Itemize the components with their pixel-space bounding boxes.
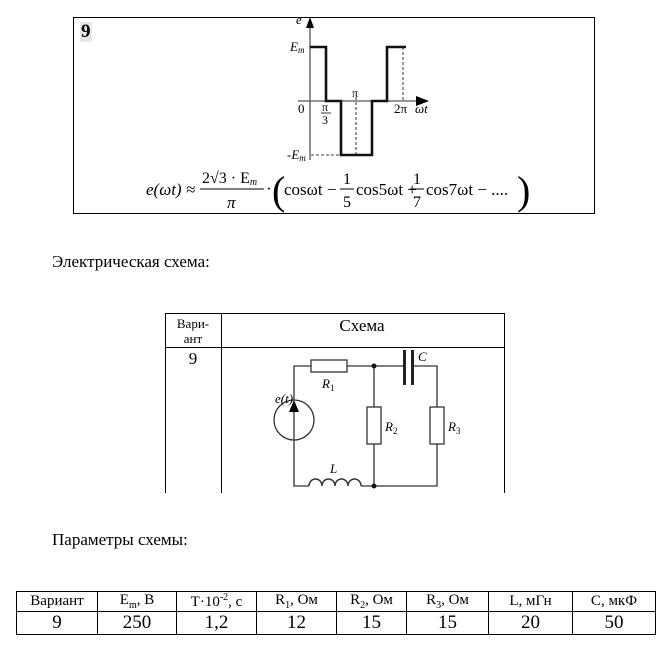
header-unit: , Ом — [365, 592, 393, 608]
label-source: e(t) — [275, 391, 293, 406]
params-value-cell: 9 — [16, 611, 98, 635]
em-label: Em — [289, 39, 305, 55]
capacitor-plate-right — [411, 350, 414, 385]
capacitor-plate-left — [403, 350, 406, 385]
header-unit: , Ом — [441, 592, 469, 608]
circuit-heading: Электрическая схема: — [52, 252, 210, 271]
formula-frac2-num: 1 — [413, 171, 421, 188]
pi3-numerator: π — [322, 100, 328, 114]
params-value-cell: 20 — [488, 611, 573, 635]
label-c: C — [418, 349, 427, 364]
header-unit: , В — [136, 592, 155, 608]
header-sub: 1 — [285, 600, 291, 611]
formula-frac1-num: 1 — [343, 171, 351, 188]
header-sub: m — [128, 600, 137, 611]
col-variant-header-line2: ант — [184, 331, 203, 346]
node-bottom — [371, 483, 377, 489]
params-value-cell: 15 — [336, 611, 407, 635]
params-value-cell: 15 — [406, 611, 489, 635]
circuit-table: Вари- ант Схема 9 R1 e(t) R2 R3 L C — [165, 313, 505, 493]
resistor-r2 — [366, 406, 382, 445]
y-axis-label: e — [296, 12, 302, 27]
two-pi-label: 2π — [394, 101, 408, 116]
params-header-cell: Em, В — [97, 591, 177, 612]
y-axis-arrow-icon — [306, 17, 314, 28]
header-unit: , с — [228, 594, 243, 610]
params-header-cell: R1, Ом — [256, 591, 337, 612]
waveform-graph: e Em -Em 0 π π 3 2π ωt e(ωt) ≈ 2√3 · Em … — [146, 12, 530, 213]
source-arrow-head-icon — [289, 400, 299, 412]
header-unit: , мГн — [518, 593, 552, 609]
col-scheme-header: Схема — [339, 316, 385, 335]
wire-r3-bottom — [361, 444, 438, 487]
formula-coef-denominator: π — [227, 193, 236, 212]
params-header-cell: R2, Ом — [336, 591, 407, 612]
header-main: Вариант — [30, 593, 84, 609]
header-main: R — [350, 592, 361, 608]
formula-close-paren: ) — [517, 168, 530, 213]
header-main: R — [426, 592, 437, 608]
wire-left-top — [293, 365, 311, 400]
fourier-formula: e(ωt) ≈ 2√3 · Em π · ( cosωt − 1 5 cos5ω… — [146, 168, 530, 213]
header-sub: 2 — [360, 600, 366, 611]
header-unit: , Ом — [290, 592, 318, 608]
formula-open-paren: ( — [272, 168, 285, 213]
params-header-cell: T·10-2, с — [176, 591, 257, 612]
origin-label: 0 — [298, 101, 305, 116]
resistor-r1 — [310, 359, 348, 373]
col-variant-header-line1: Вари- — [177, 316, 209, 331]
formula-lhs: e(ωt) ≈ — [146, 180, 195, 199]
params-header-cell: R3, Ом — [406, 591, 489, 612]
formula-frac2-den: 7 — [413, 194, 421, 211]
header-unit: , мкФ — [600, 593, 638, 609]
wire-c-right — [413, 365, 438, 407]
label-r2: R2 — [384, 419, 397, 436]
params-header-cell: C, мкФ — [572, 591, 656, 612]
label-l: L — [329, 461, 337, 476]
formula-term3: cos7ωt − .... — [426, 180, 508, 199]
header-sub: 3 — [436, 600, 442, 611]
header-main: T·10 — [190, 594, 220, 610]
inductor-icon — [308, 478, 362, 487]
node-top — [371, 363, 377, 369]
pi-label: π — [352, 86, 358, 100]
waveform-line — [310, 45, 406, 157]
params-heading: Параметры схемы: — [52, 530, 188, 549]
params-value-cell: 250 — [97, 611, 177, 635]
params-header-cell: Вариант — [16, 591, 98, 612]
params-header-cell: L, мГн — [488, 591, 573, 612]
header-main: L — [509, 593, 519, 609]
header-main: C — [590, 593, 601, 609]
circuit-diagram — [293, 365, 438, 487]
formula-coef-numerator: 2√3 · Em — [202, 170, 257, 188]
formula-dot: · — [266, 179, 272, 198]
params-value-cell: 50 — [572, 611, 656, 635]
header-main: R — [275, 592, 286, 608]
params-value-cell: 1,2 — [176, 611, 257, 635]
label-r3: R3 — [447, 419, 461, 436]
variant-badge: 9 — [80, 21, 92, 42]
pi3-denominator: 3 — [322, 113, 328, 127]
wire-left-bottom — [293, 440, 309, 487]
neg-em-label: -Em — [287, 147, 306, 163]
header-main: E — [119, 592, 129, 608]
formula-term1: cosωt − — [284, 180, 336, 199]
header-sup: -2 — [219, 592, 229, 603]
x-axis-label: ωt — [415, 101, 428, 116]
formula-frac1-den: 5 — [343, 194, 351, 211]
params-value-cell: 12 — [256, 611, 337, 635]
formula-term2: cos5ωt + — [356, 180, 417, 199]
x-axis-arrow-icon — [416, 96, 429, 106]
label-r1: R1 — [321, 376, 334, 393]
variant-value: 9 — [189, 349, 198, 368]
resistor-r3 — [429, 406, 445, 445]
task-box — [73, 17, 595, 214]
